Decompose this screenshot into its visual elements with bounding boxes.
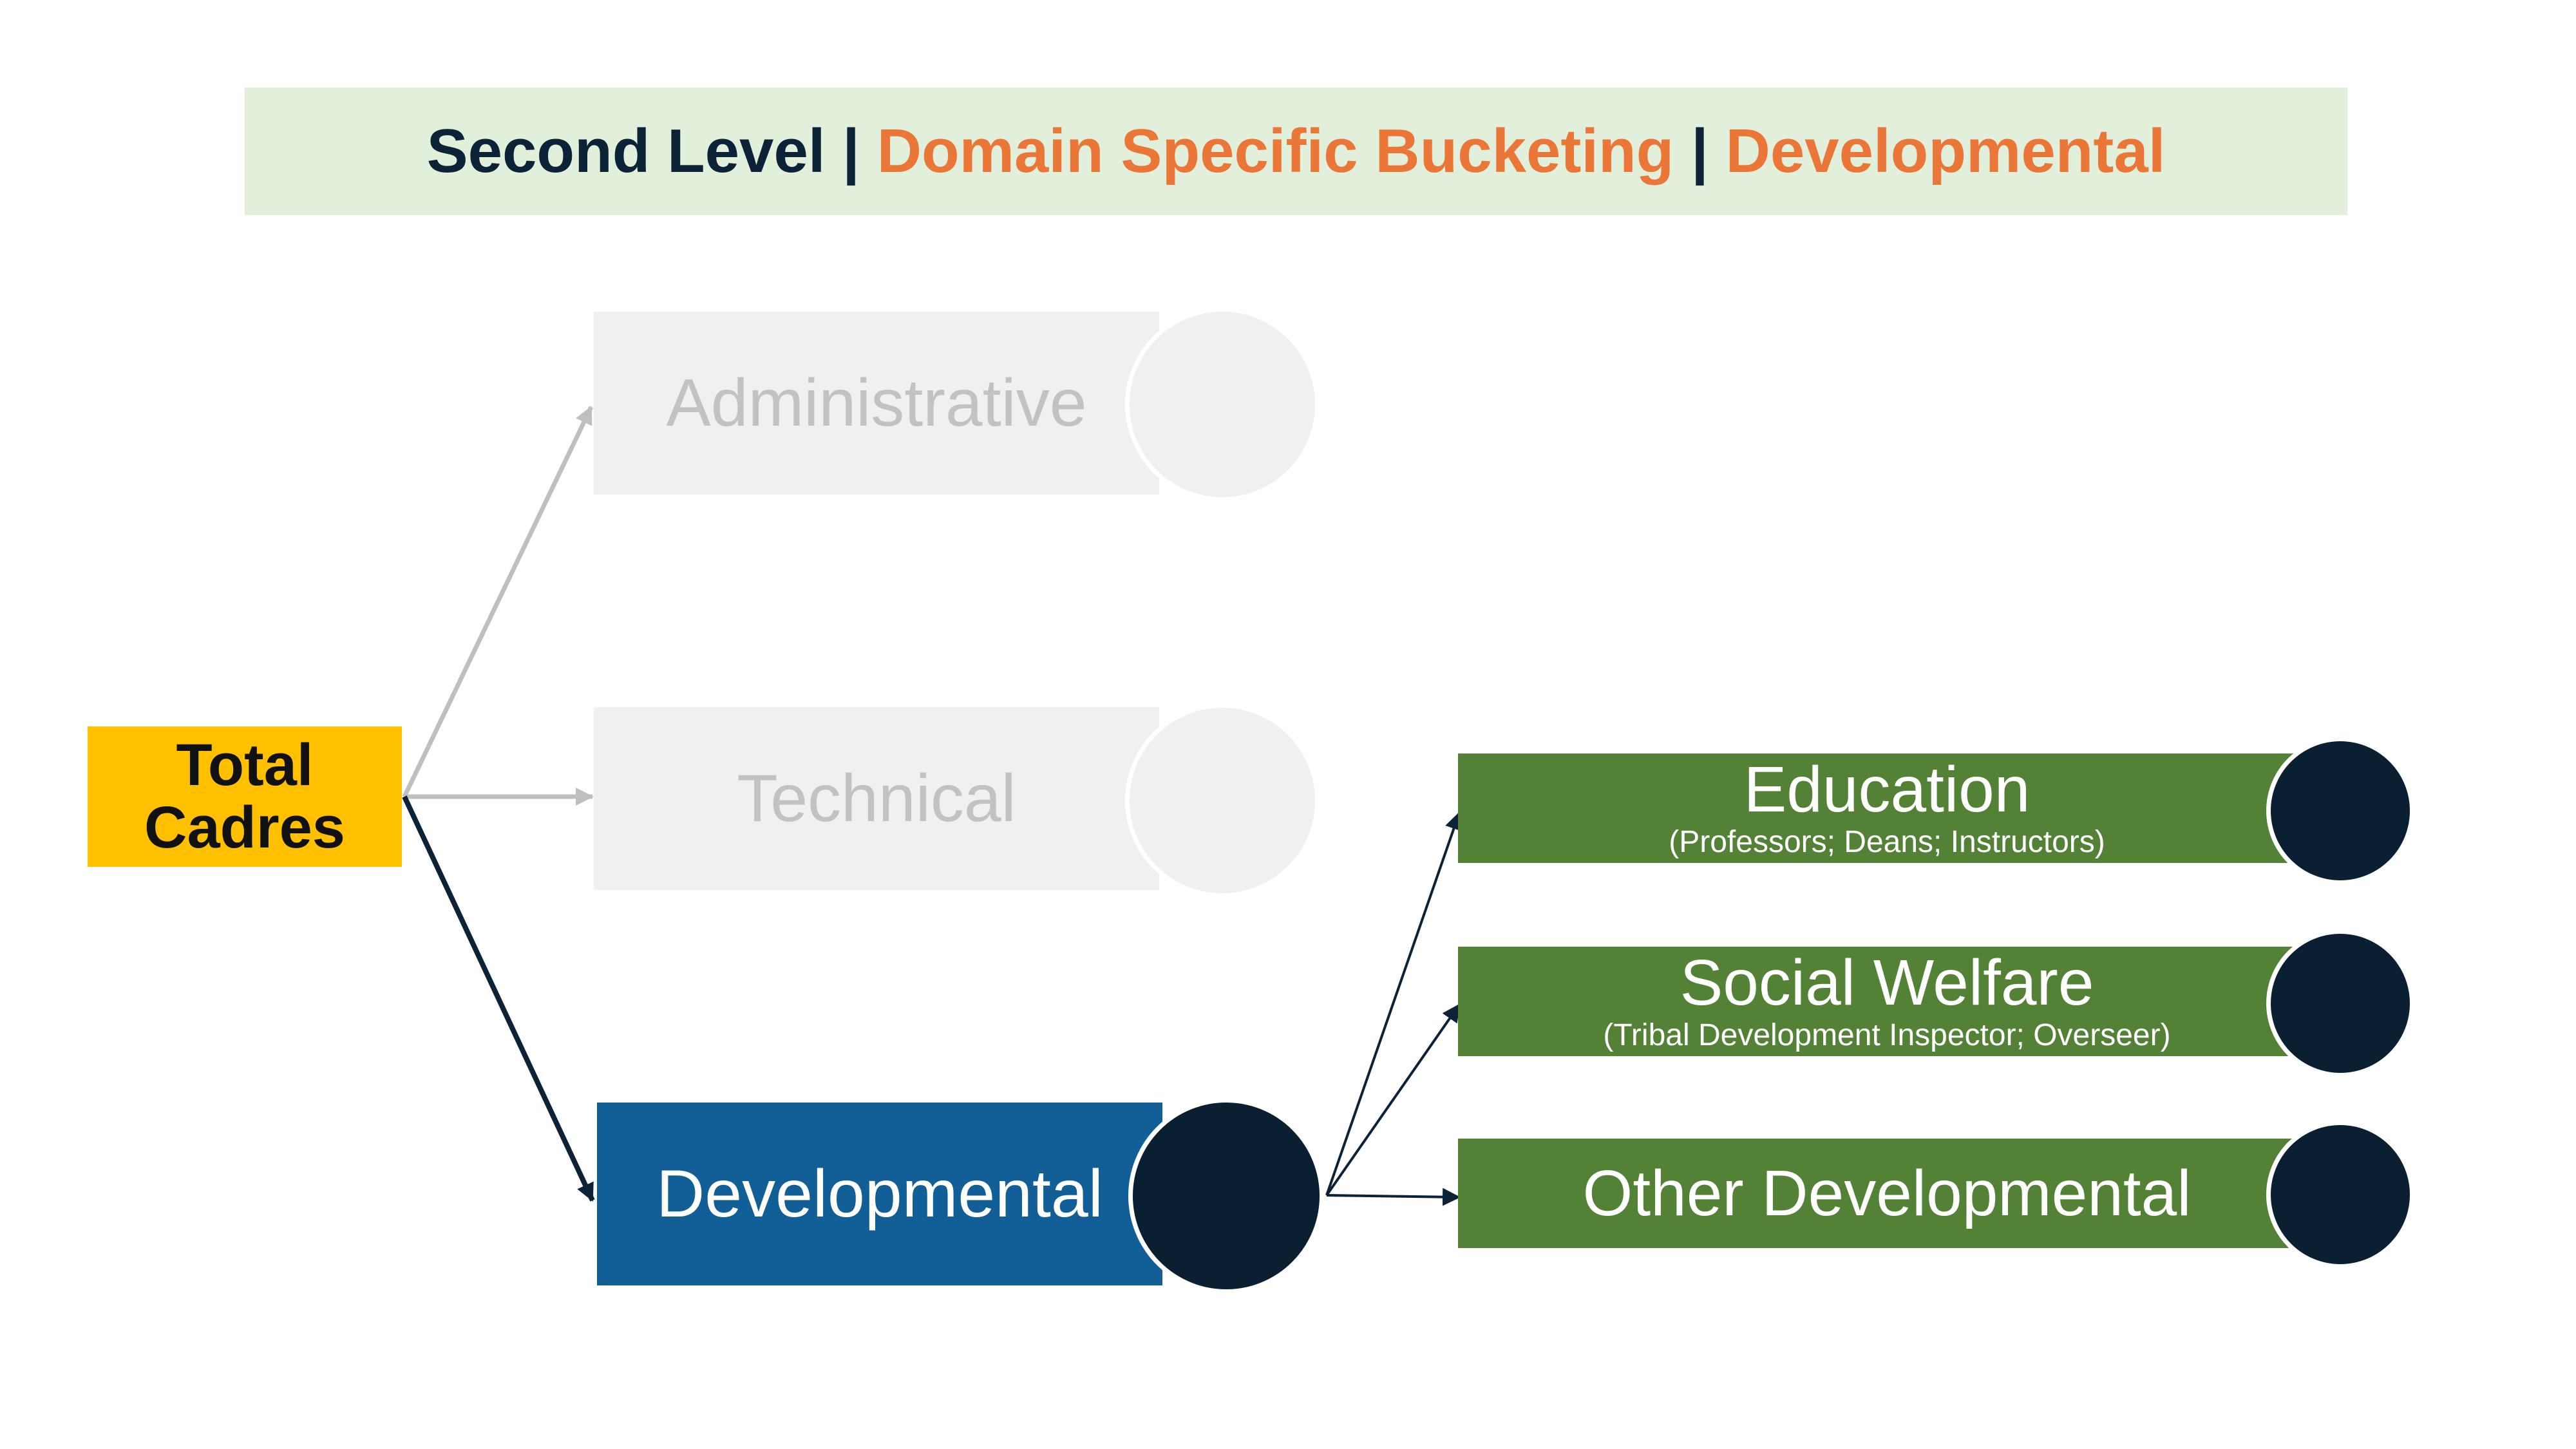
subcategory-description: (Professors; Deans; Instructors)	[1669, 824, 2105, 859]
subcategory-title: Social Welfare	[1680, 946, 2094, 1019]
subcategory-education: Education (Professors; Deans; Instructor…	[1458, 753, 2316, 863]
subcategory-title: Education	[1743, 753, 2031, 826]
title-part-category: Developmental	[1725, 117, 2166, 185]
title-separator: |	[1674, 117, 1726, 185]
category-developmental-circle	[1128, 1098, 1324, 1294]
title-banner: Second Level | Domain Specific Bucketing…	[245, 88, 2347, 215]
category-label: Developmental	[656, 1156, 1103, 1231]
title-part-level: Second Level	[426, 117, 826, 185]
subcategory-other-developmental-circle	[2266, 1121, 2414, 1269]
subcategory-other-developmental: Other Developmental	[1458, 1139, 2316, 1248]
subcategory-social-welfare-circle	[2266, 929, 2414, 1077]
subcategory-education-circle	[2266, 737, 2414, 885]
category-technical-circle	[1125, 703, 1320, 898]
title-separator: |	[825, 117, 877, 185]
arrow-to-developmental	[402, 795, 595, 1202]
subcategory-title: Other Developmental	[1582, 1157, 2192, 1229]
category-developmental: Developmental	[597, 1103, 1162, 1285]
category-label: Technical	[737, 761, 1016, 836]
category-label: Administrative	[666, 365, 1087, 440]
root-label-line2: Cadres	[144, 795, 345, 860]
arrow-to-education	[1325, 811, 1463, 1196]
subcategory-social-welfare: Social Welfare (Tribal Development Inspe…	[1458, 947, 2316, 1056]
subcategory-description: (Tribal Development Inspector; Overseer)	[1603, 1018, 2171, 1052]
title-part-bucketing: Domain Specific Bucketing	[876, 117, 1674, 185]
category-technical: Technical	[594, 707, 1159, 890]
category-administrative-circle	[1125, 307, 1320, 502]
root-label-line1: Total	[176, 732, 314, 799]
arrow-to-other-developmental	[1326, 1188, 1461, 1206]
root-node-total-cadres: Total Cadres	[88, 726, 402, 867]
arrow-to-administrative	[402, 406, 594, 798]
category-administrative: Administrative	[594, 312, 1159, 495]
arrow-to-social-welfare	[1325, 1003, 1461, 1197]
